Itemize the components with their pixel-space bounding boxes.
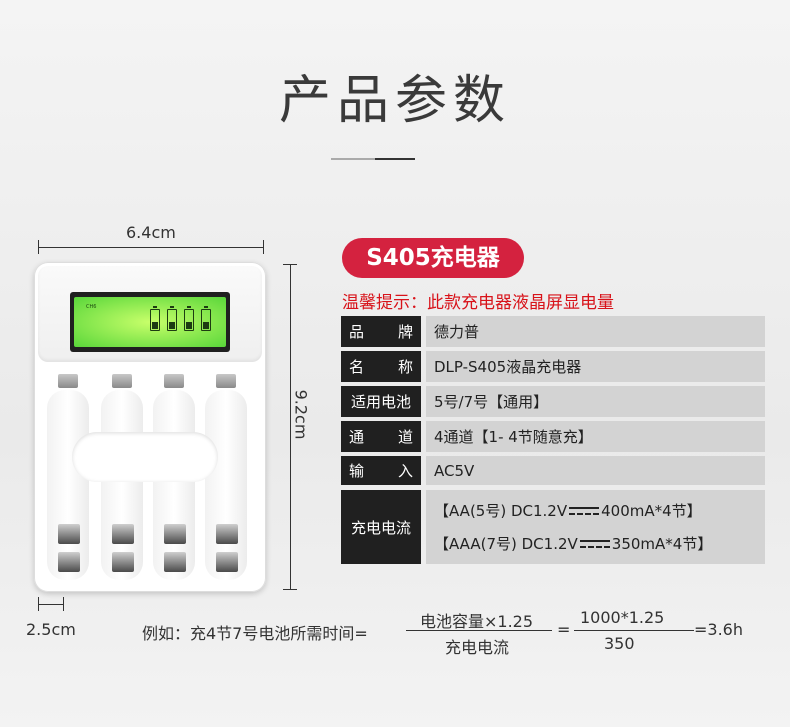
lcd-battery-icon-1 <box>150 306 160 331</box>
charger-image: CH6 <box>34 262 266 592</box>
title-underline-dark <box>375 158 415 160</box>
spec-label-name-char1: 名 <box>349 358 365 376</box>
contact-upper-3 <box>164 524 186 544</box>
width-line <box>38 247 264 248</box>
formula-denominator-2: 350 <box>604 634 635 653</box>
contact-lower-2 <box>112 552 134 572</box>
formula-numerator-2: 1000*1.25 <box>580 608 665 627</box>
spec-value-brand: 德力普 <box>426 316 765 347</box>
battery-slot-2 <box>101 390 143 580</box>
contact-lower-1 <box>58 552 80 572</box>
spec-value-name: DLP-S405液晶充电器 <box>426 351 765 382</box>
spec-row-battery: 适用电池 5号/7号【通用】 <box>341 386 765 417</box>
contact-lower-4 <box>216 552 238 572</box>
spec-label-name-char2: 称 <box>397 358 413 376</box>
spec-label-channel-char2: 道 <box>397 428 413 446</box>
spec-row-input: 输 入 AC5V <box>341 456 765 485</box>
slot-tab-2 <box>112 374 132 388</box>
formula-equals: = <box>557 620 571 639</box>
spec-label-name: 名 称 <box>341 351 421 382</box>
depth-tick-right <box>63 597 64 611</box>
spec-row-current: 充电电流 【AA(5号) DC1.2V 400mA*4节】 【AAA(7号) D… <box>341 490 765 564</box>
spec-label-brand-char2: 牌 <box>397 323 413 341</box>
product-tip: 温馨提示：此款充电器液晶屏显电量 <box>342 293 614 313</box>
spec-label-brand: 品 牌 <box>341 316 421 347</box>
battery-slot-4 <box>205 390 247 580</box>
formula-prefix: 例如：充4节7号电池所需时间= <box>142 624 368 643</box>
slot-tab-3 <box>164 374 184 388</box>
current-aa-line: 【AA(5号) DC1.2V 400mA*4节】 <box>434 500 702 521</box>
page-title: 产品参数 <box>278 71 511 131</box>
spec-label-input-char2: 入 <box>397 462 413 480</box>
spec-label-input: 输 入 <box>341 456 421 485</box>
spec-label-brand-char1: 品 <box>349 323 365 341</box>
depth-tick-left <box>38 597 39 611</box>
lcd-battery-icon-4 <box>201 306 211 331</box>
height-label: 9.2cm <box>291 389 311 440</box>
spec-value-channel: 4通道【1- 4节随意充】 <box>426 421 765 452</box>
spec-row-brand: 品 牌 德力普 <box>341 316 765 347</box>
lcd-battery-icon-3 <box>184 306 194 331</box>
contact-lower-3 <box>164 552 186 572</box>
spec-value-current: 【AA(5号) DC1.2V 400mA*4节】 【AAA(7号) DC1.2V… <box>426 490 765 564</box>
battery-slot-3 <box>153 390 195 580</box>
spec-label-battery: 适用电池 <box>341 386 421 417</box>
formula-result: =3.6h <box>694 620 743 639</box>
formula-fraction-bar-1 <box>406 630 552 631</box>
spec-label-input-char1: 输 <box>349 462 365 480</box>
dc-symbol-icon <box>569 506 600 515</box>
formula-numerator-1: 电池容量×1.25 <box>420 612 534 631</box>
depth-line <box>38 604 64 605</box>
spec-value-battery: 5号/7号【通用】 <box>426 386 765 417</box>
width-label: 6.4cm <box>126 223 176 242</box>
current-aa-suffix: 400mA*4节】 <box>601 502 702 520</box>
current-aaa-prefix: 【AAA(7号) DC1.2V <box>434 535 578 553</box>
contact-upper-2 <box>112 524 134 544</box>
width-tick-left <box>38 240 39 254</box>
slot-tab-4 <box>216 374 236 388</box>
product-badge: S405充电器 <box>342 238 524 278</box>
charger-window <box>72 432 218 482</box>
formula-fraction-bar-2 <box>574 630 694 631</box>
contact-upper-1 <box>58 524 80 544</box>
lcd-label: CH6 <box>86 304 97 310</box>
current-aa-prefix: 【AA(5号) DC1.2V <box>434 502 568 520</box>
spec-row-name: 名 称 DLP-S405液晶充电器 <box>341 351 765 382</box>
formula-denominator-1: 充电电流 <box>445 638 510 657</box>
spec-label-current: 充电电流 <box>341 490 421 564</box>
contact-upper-4 <box>216 524 238 544</box>
lcd-display: CH6 <box>70 292 230 352</box>
lcd-screen: CH6 <box>74 297 226 347</box>
current-aaa-line: 【AAA(7号) DC1.2V 350mA*4节】 <box>434 533 712 554</box>
height-line <box>290 264 291 590</box>
width-tick-right <box>263 240 264 254</box>
current-aaa-suffix: 350mA*4节】 <box>611 535 713 553</box>
slot-tab-1 <box>58 374 78 388</box>
depth-label: 2.5cm <box>26 620 76 639</box>
height-tick-top <box>283 264 297 265</box>
spec-label-channel-char1: 通 <box>349 428 365 446</box>
height-tick-bottom <box>283 589 297 590</box>
spec-label-channel: 通 道 <box>341 421 421 452</box>
spec-value-input: AC5V <box>426 456 765 485</box>
battery-slot-1 <box>47 390 89 580</box>
dc-symbol-icon <box>579 539 610 548</box>
lcd-battery-icon-2 <box>167 306 177 331</box>
title-underline-light <box>331 158 375 160</box>
spec-row-channel: 通 道 4通道【1- 4节随意充】 <box>341 421 765 452</box>
